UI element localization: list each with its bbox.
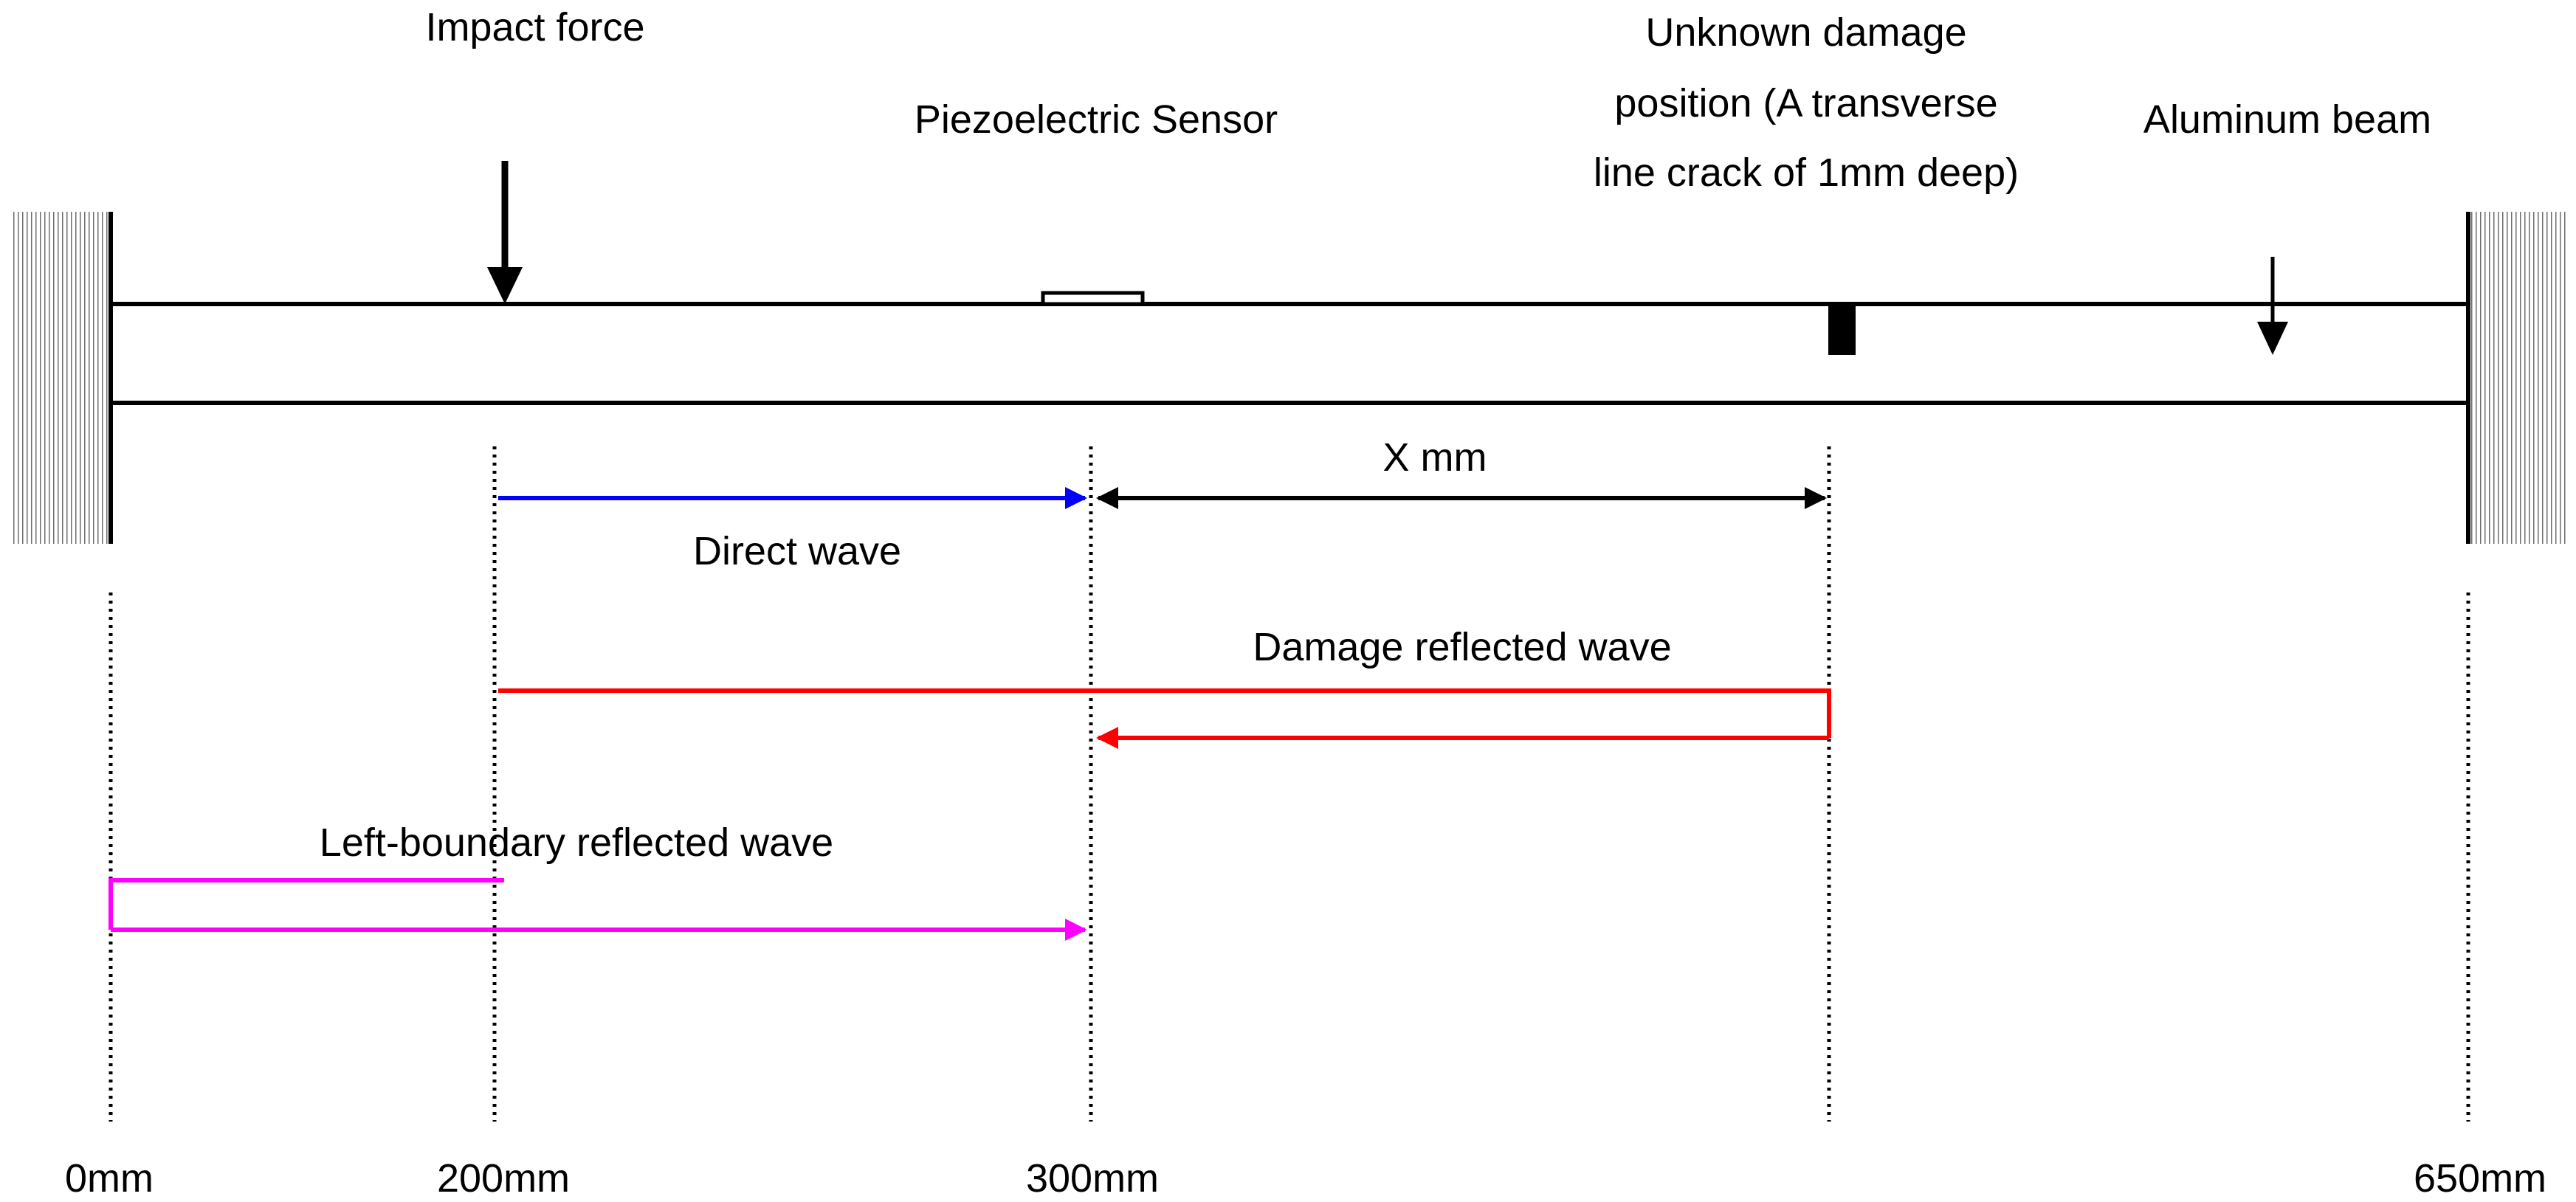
position-label-650mm: 650mm (2414, 1156, 2546, 1201)
impact-force-down-arrow-icon (487, 161, 523, 304)
position-label-0mm: 0mm (65, 1156, 154, 1201)
beam-label: Aluminum beam (2143, 97, 2431, 142)
reference-dotted-lines (109, 446, 2470, 1122)
x-mm-label: X mm (1383, 435, 1487, 480)
right-support (2466, 212, 2566, 544)
damage-reflected-wave-arrow (498, 688, 1831, 749)
damage-label-line1: Unknown damage (1645, 10, 1966, 55)
impact-force-label: Impact force (425, 5, 644, 49)
transverse-crack (1828, 304, 1856, 355)
aluminum-beam (111, 302, 2468, 405)
left-support (12, 212, 113, 544)
damage-label-line3: line crack of 1mm deep) (1594, 151, 2019, 195)
left-boundary-reflected-wave-arrow (109, 878, 1087, 941)
beam-pointer-down-arrow-icon (2257, 257, 2288, 355)
direct-wave-label: Direct wave (693, 529, 901, 573)
damage-reflected-wave-label: Damage reflected wave (1253, 625, 1671, 669)
position-label-300mm: 300mm (1026, 1156, 1159, 1201)
damage-label-line2: position (A transverse (1614, 81, 1997, 125)
sensor-label: Piezoelectric Sensor (915, 97, 1278, 142)
position-label-200mm: 200mm (437, 1156, 570, 1201)
piezoelectric-sensor (1041, 291, 1145, 306)
left-boundary-reflected-wave-label: Left-boundary reflected wave (320, 821, 833, 865)
